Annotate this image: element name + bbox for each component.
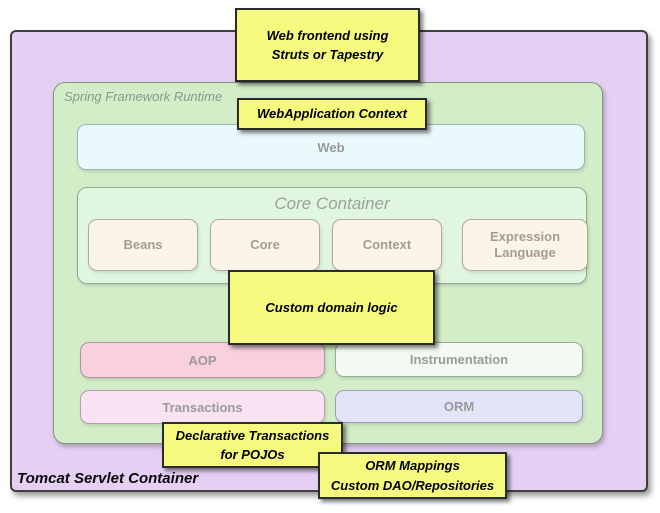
- callout-webapplication-context-line1: WebApplication Context: [257, 106, 407, 122]
- web-module-label: Web: [317, 139, 345, 155]
- context-module-box: Context: [332, 219, 442, 271]
- callout-declarative-transactions-line1: Declarative Transactions: [175, 427, 330, 443]
- core-module-box: Core: [210, 219, 320, 271]
- callout-custom-domain-logic-line1: Custom domain logic: [265, 299, 398, 315]
- transactions-module-box: Transactions: [80, 390, 325, 424]
- web-module-box: Web: [77, 124, 585, 170]
- context-module-label: Context: [362, 236, 412, 252]
- orm-module-box: ORM: [335, 390, 583, 423]
- core-container-title: Core Container: [274, 194, 390, 213]
- instrumentation-module-box: Instrumentation: [335, 342, 583, 377]
- callout-orm-mappings: ORM Mappings Custom DAO/Repositories: [318, 452, 507, 499]
- beans-module-box: Beans: [88, 219, 198, 271]
- callout-declarative-transactions: Declarative Transactions for POJOs: [162, 422, 343, 468]
- orm-module-label: ORM: [443, 399, 475, 414]
- spring-framework-runtime-box: Spring Framework Runtime Web Core Contai…: [53, 82, 603, 444]
- transactions-module-label: Transactions: [162, 399, 243, 415]
- expression-language-module-box: Expression Language: [462, 219, 588, 271]
- callout-orm-mappings-line1: ORM Mappings: [365, 458, 460, 473]
- core-module-label: Core: [250, 236, 280, 252]
- core-container-box: Core Container Beans Core Context Expres…: [77, 187, 588, 284]
- callout-custom-domain-logic: Custom domain logic: [228, 270, 435, 345]
- callout-web-frontend: Web frontend using Struts or Tapestry: [235, 8, 420, 82]
- callout-web-frontend-line1: Web frontend using: [266, 27, 389, 43]
- aop-module-label: AOP: [188, 352, 217, 368]
- callout-webapplication-context: WebApplication Context: [237, 98, 427, 130]
- callout-declarative-transactions-line2: for POJOs: [220, 447, 285, 462]
- beans-module-label: Beans: [123, 236, 163, 252]
- callout-web-frontend-line2: Struts or Tapestry: [271, 47, 384, 62]
- aop-module-box: AOP: [80, 342, 325, 378]
- tomcat-servlet-container-label: Tomcat Servlet Container: [17, 470, 199, 487]
- expression-language-module-label: Expression Language: [489, 228, 561, 260]
- callout-orm-mappings-line2: Custom DAO/Repositories: [330, 477, 495, 493]
- spring-framework-runtime-label: Spring Framework Runtime: [64, 89, 223, 104]
- instrumentation-module-label: Instrumentation: [409, 352, 509, 367]
